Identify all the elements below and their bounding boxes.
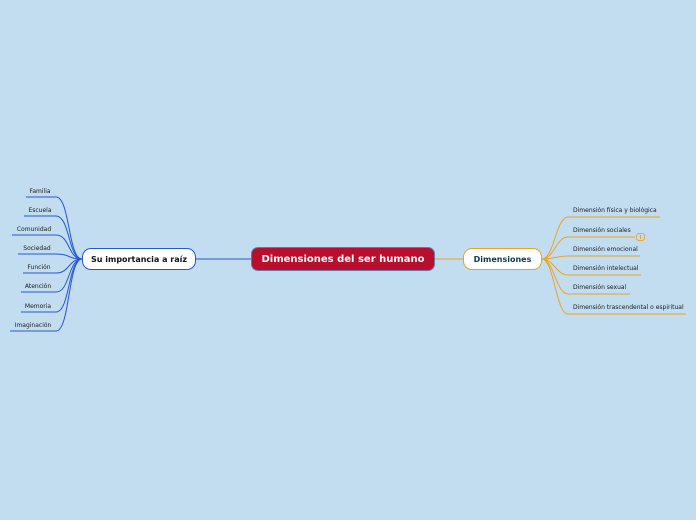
connector-dimension-emocional <box>541 255 640 260</box>
subtopic-dimension-trascendental-o-espiritual[interactable]: Dimensión trascendental o espiritual <box>573 304 684 311</box>
topic-su-importancia-a-raiz[interactable]: Su importancia a raíz <box>82 248 196 270</box>
subtopic-atencion[interactable]: Atención <box>24 283 52 290</box>
subtopic-familia[interactable]: Familia <box>29 188 51 195</box>
connector-escuela <box>24 215 83 260</box>
connector-comunidad <box>12 234 83 260</box>
connector-dimension-trascendental-o-espiritual <box>541 258 686 315</box>
connector-sociedad <box>18 253 83 260</box>
connector-familia <box>26 196 83 260</box>
topic-dimensiones[interactable]: Dimensiones <box>463 248 542 270</box>
subtopic-memoria[interactable]: Memoria <box>24 303 52 310</box>
note-icon[interactable] <box>636 233 645 241</box>
subtopic-dimension-sexual[interactable]: Dimensión sexual <box>573 284 627 291</box>
subtopic-imaginacion[interactable]: Imaginación <box>14 322 52 329</box>
subtopic-escuela[interactable]: Escuela <box>28 207 52 214</box>
subtopic-dimension-emocional[interactable]: Dimensión emocional <box>573 246 638 253</box>
subtopic-funcion[interactable]: Función <box>27 264 51 271</box>
subtopic-sociedad[interactable]: Sociedad <box>23 245 51 252</box>
subtopic-dimension-fisica-y-biologica[interactable]: Dimensión física y biológica <box>573 207 657 214</box>
connector-dimension-sociales <box>541 236 635 260</box>
subtopic-dimension-sociales[interactable]: Dimensión sociales <box>573 227 631 234</box>
connector-imaginacion <box>10 258 83 332</box>
subtopic-comunidad[interactable]: Comunidad <box>16 226 52 233</box>
central-topic[interactable]: Dimensiones del ser humano <box>251 247 435 271</box>
subtopic-dimension-intelectual[interactable]: Dimensión intelectual <box>573 265 639 272</box>
connector-dimension-fisica-y-biologica <box>541 216 660 260</box>
